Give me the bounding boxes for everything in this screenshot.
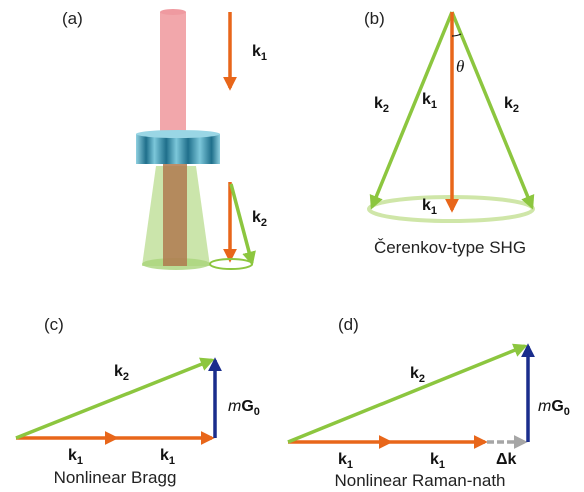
k2-arrow-b-left [369,11,454,210]
panel-d-label: (d) [338,315,359,334]
mG0-label-d: mG0 [538,398,570,418]
k2-label-a: k2 [252,209,267,229]
panel-a: (a) k1 k2 [62,9,267,270]
k2-arrow-a [229,183,256,266]
k2-arrow-c [15,357,215,440]
theta-label: θ [456,57,464,76]
theta-arc [451,33,462,37]
k1-label-d-right: k1 [430,451,445,471]
panel-d: (d) k2 mG0 k1 k1 Δk Nonlinear Raman-nath [287,315,570,490]
pump-beam-lower [163,164,187,266]
k2-label-b-right: k2 [504,95,519,115]
crystal-top-face [136,130,220,138]
k1-label-a: k1 [252,43,267,63]
k2-label-b-left: k2 [374,95,389,115]
k2-label-d: k2 [410,365,425,385]
panel-b-label: (b) [364,9,385,28]
nonlinear-crystal [136,134,220,164]
caption-d: Nonlinear Raman-nath [334,471,505,490]
delta-k-label: Δk [496,451,517,468]
k1-label-b-base: k1 [422,197,437,217]
k1-label-d-left: k1 [338,451,353,471]
panel-b: (b) θ k1 k2 k2 k1 Čerenkov-type SHG [364,9,535,257]
k2-cone-ellipse-a [209,258,253,270]
k1-label-c-left: k1 [68,447,83,467]
pump-beam-upper [160,12,186,138]
caption-b: Čerenkov-type SHG [374,238,526,257]
pump-beam-top [160,9,186,15]
panel-c: (c) k2 mG0 k1 k1 Nonlinear Bragg [15,315,260,487]
k2-arrow-d [287,343,528,444]
k2-label-c: k2 [114,363,129,383]
k1-label-b-axis: k1 [422,91,437,111]
k1-label-c-right: k1 [160,447,175,467]
panel-a-label: (a) [62,9,83,28]
mG0-label-c: mG0 [228,398,260,418]
panel-c-label: (c) [44,315,64,334]
k2-arrow-b-right [450,11,535,210]
caption-c: Nonlinear Bragg [54,468,177,487]
